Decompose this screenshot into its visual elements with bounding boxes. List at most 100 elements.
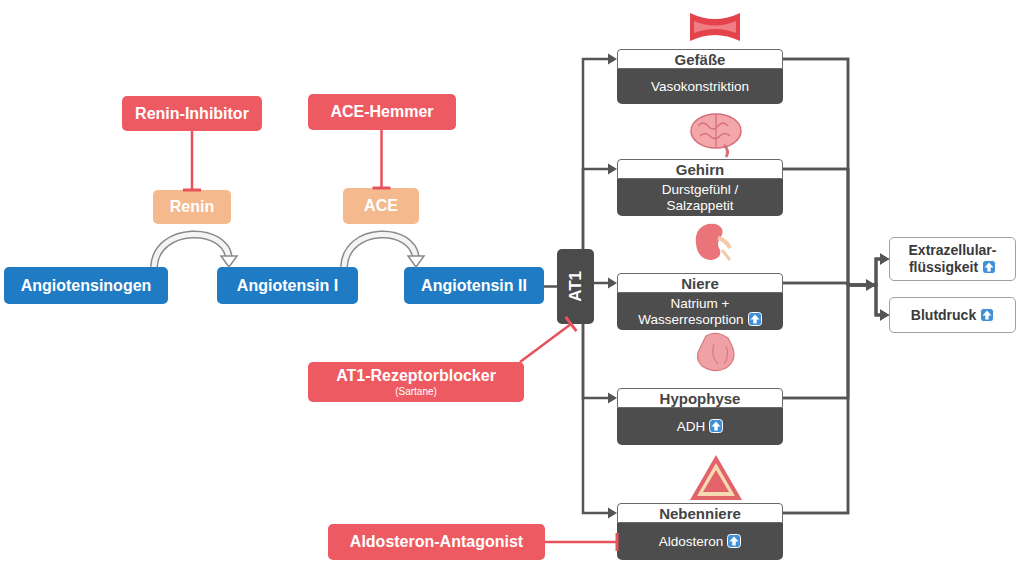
connector-line — [594, 282, 610, 285]
arrow-head — [866, 279, 876, 291]
node-text: AT1 — [566, 271, 585, 302]
inhibitor-box: Renin-Inhibitor — [122, 96, 262, 131]
arrow-head — [408, 256, 424, 267]
increase-icon — [980, 308, 994, 322]
inhibition-bar — [183, 189, 201, 192]
connector — [545, 533, 617, 551]
connector — [783, 254, 889, 286]
connector — [783, 169, 889, 321]
text-holder: Extrazellular- flüssigkeit — [909, 242, 997, 275]
node-text: Renin-Inhibitor — [135, 105, 249, 122]
inhibitor-box: Aldosteron-Antagonist — [328, 524, 545, 560]
connector-line — [545, 541, 617, 544]
connector-line — [783, 259, 882, 513]
connector-line — [583, 324, 610, 513]
organ-heading: Gehirn — [617, 159, 783, 179]
text-line: Renin — [170, 198, 214, 216]
arrow-head — [880, 254, 889, 265]
text-line: AT1 — [566, 271, 586, 302]
arrow-head — [880, 254, 889, 265]
node-text: Hypophyse — [660, 390, 741, 407]
text-holder: Natrium + Wasserresorption — [629, 296, 771, 328]
connector — [344, 234, 424, 267]
text-line: Angiotensin I — [237, 277, 338, 295]
brain-illustration — [691, 114, 741, 157]
connector — [154, 234, 237, 267]
node-text: AT1-Rezeptorblocker — [336, 367, 496, 384]
inhibitor-box: AT1-Rezeptorblocker (Sartane) — [308, 362, 524, 402]
reaction-arc — [344, 234, 416, 267]
connector — [183, 131, 201, 190]
connector-line — [583, 59, 610, 249]
text-holder: Niere — [681, 275, 719, 292]
text-holder: Durstgefühl / Salzappetit — [629, 182, 771, 214]
text-holder: Aldosteron-Antagonist — [350, 533, 523, 550]
organ-box: NiereNatrium + Wasserresorption — [617, 273, 783, 330]
node-text: Angiotensin II — [421, 277, 527, 294]
text-holder: Gehirn — [676, 161, 724, 178]
reaction-arc-outline — [154, 234, 229, 267]
connector-line — [783, 169, 882, 285]
inhibition-bar — [616, 533, 619, 551]
connector-line — [783, 285, 882, 398]
node-text: ACE-Hemmer — [330, 103, 433, 120]
node-text: (Sartane) — [395, 386, 437, 397]
increase-icon — [709, 419, 723, 433]
substrate-box: Angiotensin II — [404, 267, 544, 304]
outcome-box: Extrazellular- flüssigkeit — [889, 237, 1016, 281]
vessel-illustration — [690, 13, 740, 41]
arrow-head — [221, 256, 237, 267]
text-holder: ACE — [364, 197, 398, 214]
arrow-head — [880, 254, 889, 265]
arrow-head — [608, 164, 617, 175]
connector — [783, 285, 889, 398]
text-holder: AT1 — [566, 271, 585, 302]
organ-heading: Hypophyse — [617, 388, 783, 408]
connector — [544, 286, 557, 287]
connector — [583, 324, 617, 404]
connector-line — [520, 324, 571, 362]
text-holder: Vasokonstriktion — [651, 79, 749, 95]
connector — [583, 324, 617, 519]
connector-line — [783, 259, 882, 285]
text-line: (Sartane) — [395, 386, 437, 397]
increase-icon — [982, 260, 996, 274]
arrow-head — [880, 310, 889, 321]
text-holder: Hypophyse — [660, 390, 741, 407]
text-holder: (Sartane) — [395, 386, 437, 397]
node-text: Aldosteron — [659, 534, 724, 549]
text-holder: ACE-Hemmer — [330, 103, 433, 120]
text-holder: Angiotensin II — [421, 277, 527, 294]
arrow-head — [880, 310, 889, 321]
text-holder: ADH — [677, 419, 724, 435]
organ-effect: Vasokonstriktion — [617, 69, 783, 104]
node-text: Gefäße — [675, 51, 726, 68]
arrow-head — [608, 278, 617, 289]
increase-icon — [748, 312, 762, 326]
node-text: ACE — [364, 197, 398, 214]
node-text: Angiotensinogen — [21, 277, 152, 294]
text-line: Angiotensinogen — [21, 277, 152, 295]
arrow-head — [880, 310, 889, 321]
connector — [783, 285, 889, 513]
arrow-head — [608, 393, 617, 404]
organ-box: GehirnDurstgefühl / Salzappetit — [617, 159, 783, 216]
text-holder: Angiotensinogen — [21, 277, 152, 294]
pituitary-illustration — [697, 333, 734, 370]
inhibition-bar — [566, 317, 577, 331]
connector — [783, 254, 889, 514]
increase-icon — [727, 534, 741, 548]
organ-effect: Natrium + Wasserresorption — [617, 293, 783, 330]
node-text: Renin — [170, 198, 214, 215]
receptor-box: AT1 — [557, 249, 594, 324]
organ-heading: Nebenniere — [617, 503, 783, 523]
node-text: Natrium + Wasserresorption — [638, 296, 743, 327]
connector — [783, 59, 889, 285]
organ-effect: Durstgefühl / Salzappetit — [617, 179, 783, 216]
text-line: Renin-Inhibitor — [135, 105, 249, 123]
text-line: AT1-Rezeptorblocker — [336, 367, 496, 385]
node-text: Gehirn — [676, 161, 724, 178]
node-text: Aldosteron-Antagonist — [350, 533, 523, 550]
kidney-illustration — [696, 224, 730, 260]
